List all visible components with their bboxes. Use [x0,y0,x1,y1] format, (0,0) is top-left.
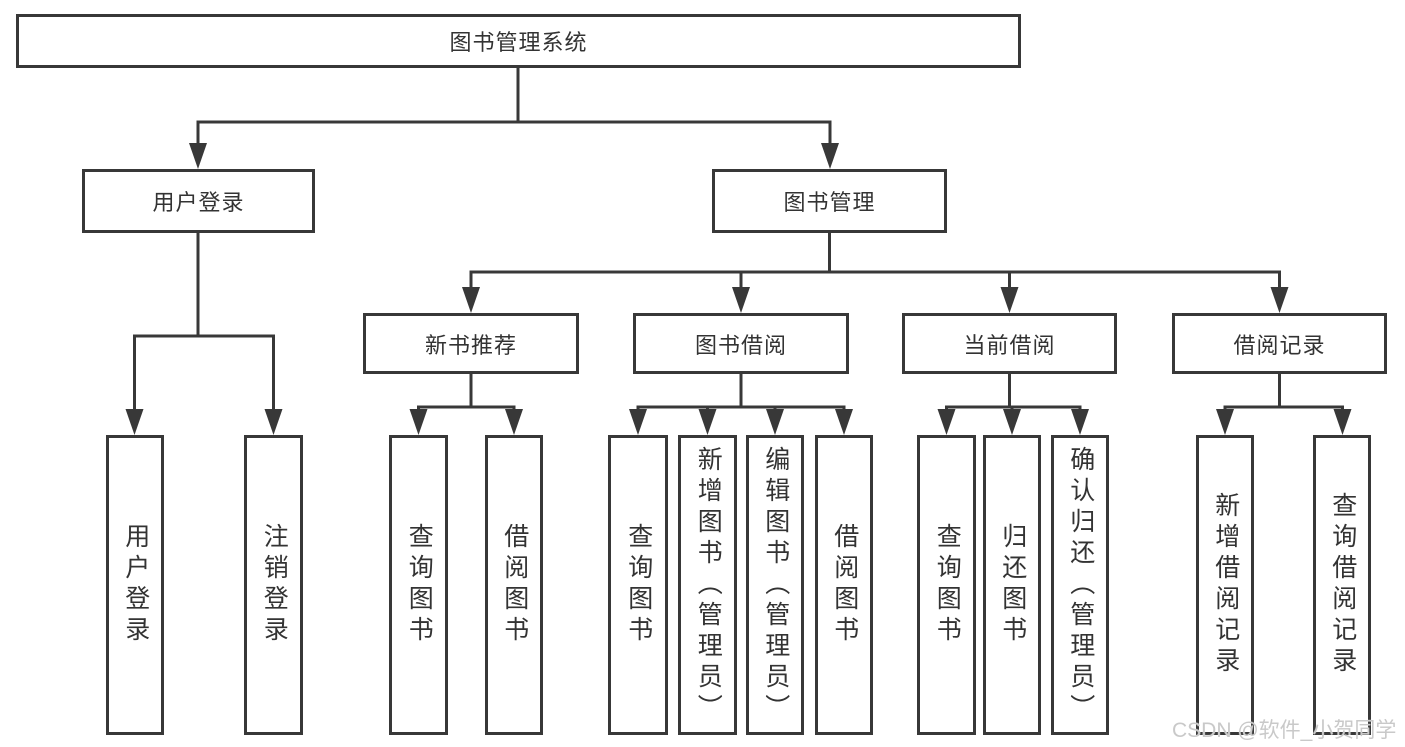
node-new-book-recommend: 新书推荐 [363,313,579,374]
leaf-add-book-admin-label: 新增图书（管理员） [694,445,723,725]
leaf-borrow-book-label: 借阅图书 [830,523,859,647]
leaf-query-book-recommend: 查询图书 [389,435,448,735]
leaf-user-login: 用户登录 [106,435,164,735]
node-user-login: 用户登录 [82,169,315,233]
connector-arrowheads [125,143,1352,435]
leaf-add-book-admin: 新增图书（管理员） [678,435,737,735]
node-book-management: 图书管理 [712,169,947,233]
leaf-query-book-recommend-label: 查询图书 [405,523,434,647]
leaf-logout: 注销登录 [244,435,303,735]
leaf-add-borrow-record: 新增借阅记录 [1196,435,1254,735]
leaf-query-book-current-label: 查询图书 [933,523,962,647]
leaf-add-borrow-record-label: 新增借阅记录 [1211,492,1240,678]
node-user-login-label: 用户登录 [152,190,245,215]
leaf-user-login-label: 用户登录 [121,523,150,647]
node-root: 图书管理系统 [16,14,1021,68]
node-borrow-records-label: 借阅记录 [1233,332,1326,358]
node-book-management-label: 图书管理 [783,190,876,215]
leaf-edit-book-admin-label: 编辑图书（管理员） [761,445,790,725]
node-current-borrow: 当前借阅 [902,313,1117,374]
leaf-query-borrow-record-label: 查询借阅记录 [1328,492,1357,678]
leaf-query-borrow-record: 查询借阅记录 [1313,435,1371,735]
leaf-query-book-borrow-label: 查询图书 [624,523,653,647]
node-current-borrow-label: 当前借阅 [963,332,1056,358]
leaf-logout-label: 注销登录 [260,523,289,647]
leaf-confirm-return-admin-label: 确认归还（管理员） [1066,445,1095,725]
leaf-query-book-borrow: 查询图书 [608,435,668,735]
csdn-watermark: CSDN @软件_小贺同学 [1172,719,1397,742]
node-root-label: 图书管理系统 [449,30,588,55]
leaf-borrow-book: 借阅图书 [815,435,873,735]
leaf-query-book-current: 查询图书 [917,435,976,735]
leaf-confirm-return-admin: 确认归还（管理员） [1051,435,1109,735]
leaf-borrow-book-recommend-label: 借阅图书 [500,523,529,647]
leaf-return-book: 归还图书 [983,435,1041,735]
node-borrow-records: 借阅记录 [1172,313,1387,374]
node-book-borrow-label: 图书借阅 [694,332,787,358]
leaf-return-book-label: 归还图书 [998,523,1027,647]
leaf-borrow-book-recommend: 借阅图书 [485,435,543,735]
leaf-edit-book-admin: 编辑图书（管理员） [746,435,804,735]
node-new-book-recommend-label: 新书推荐 [424,332,517,358]
node-book-borrow: 图书借阅 [633,313,849,374]
